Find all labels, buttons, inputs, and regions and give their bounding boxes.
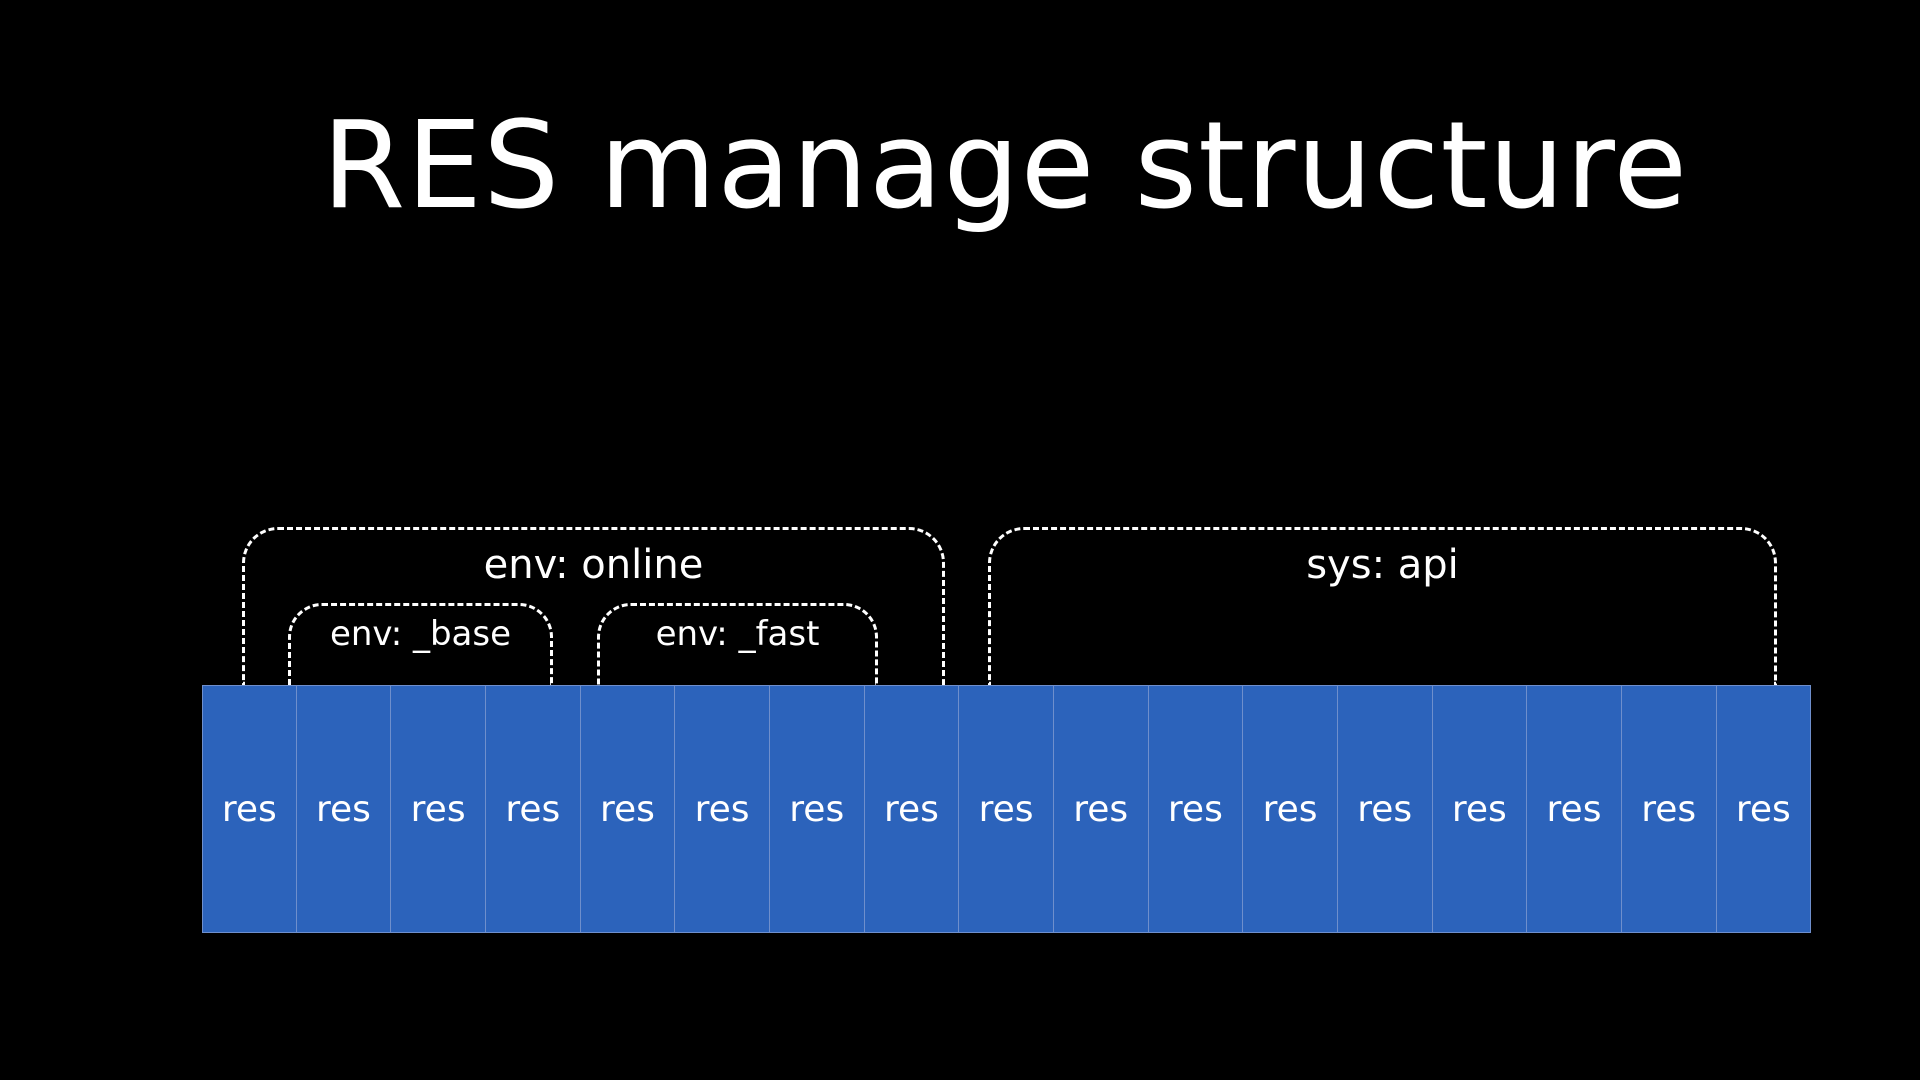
env-online-label: env: online — [483, 542, 704, 588]
res-cell: res — [1432, 685, 1528, 933]
res-cell: res — [1243, 685, 1338, 933]
res-cell: res — [1527, 685, 1622, 933]
env-fast-group: env: _fast — [597, 603, 878, 685]
slide-title: RES manage structure — [321, 97, 1689, 236]
env-online-group: env: online — [242, 527, 945, 685]
res-row: res res res res res res res res res res … — [202, 685, 1812, 933]
env-base-group: env: _base — [288, 603, 553, 685]
res-cell: res — [959, 685, 1054, 933]
res-cell: res — [485, 685, 581, 933]
sys-api-label: sys: api — [1306, 542, 1459, 588]
sys-api-group: sys: api — [988, 527, 1777, 685]
res-cell: res — [864, 685, 960, 933]
res-cell: res — [1148, 685, 1244, 933]
res-cell: res — [1716, 685, 1812, 933]
res-cell: res — [1337, 685, 1433, 933]
res-cell: res — [769, 685, 865, 933]
env-base-label: env: _base — [329, 614, 512, 654]
res-cell: res — [391, 685, 486, 933]
res-cell: res — [675, 685, 770, 933]
env-fast-label: env: _fast — [655, 614, 820, 654]
res-cell: res — [202, 685, 297, 933]
res-cell: res — [580, 685, 676, 933]
res-cell: res — [296, 685, 392, 933]
res-cell: res — [1053, 685, 1149, 933]
res-cell: res — [1621, 685, 1717, 933]
